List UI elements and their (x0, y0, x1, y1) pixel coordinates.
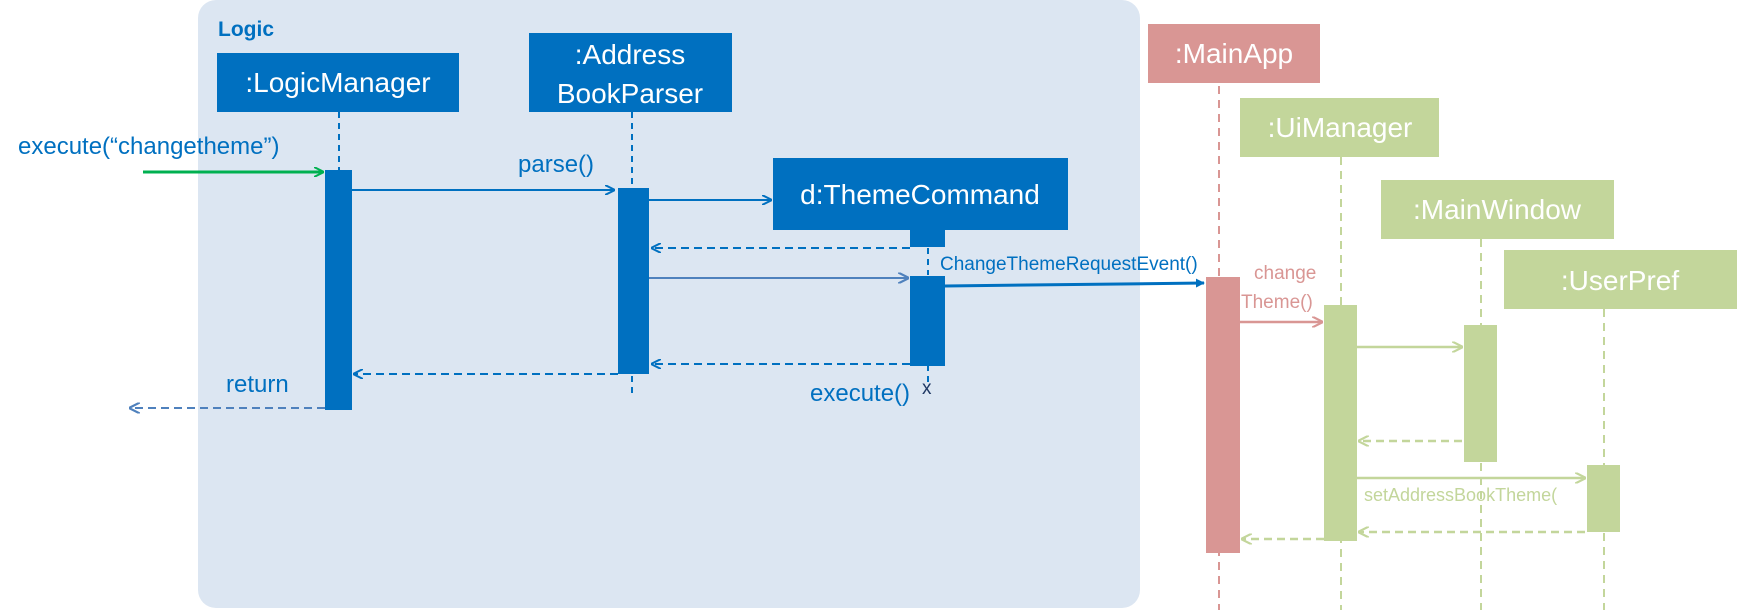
label-parse: parse() (518, 151, 594, 178)
activation-address-book-parser (618, 188, 649, 374)
svg-text::UiManager: :UiManager (1268, 112, 1413, 143)
svg-text::LogicManager: :LogicManager (245, 67, 430, 98)
svg-text::Address: :Address (575, 39, 686, 70)
label-execute-command: execute() (810, 380, 910, 407)
participant-logic-manager: :LogicManager (217, 53, 459, 112)
label-change-theme-line1: change (1254, 263, 1316, 284)
label-change-theme-event: ChangeThemeRequestEvent() (940, 254, 1198, 275)
activation-main-window (1464, 325, 1497, 462)
logic-frame-label: Logic (218, 18, 274, 41)
destroy-mark: x (922, 378, 932, 399)
participant-user-pref: :UserPref (1504, 250, 1737, 309)
label-return: return (226, 371, 289, 398)
activation-logic-manager (325, 170, 352, 410)
arrow-change-theme-event (944, 278, 1205, 288)
svg-text::MainApp: :MainApp (1175, 38, 1293, 69)
activation-theme-command (910, 276, 945, 366)
label-change-theme-line2: Theme() (1241, 292, 1313, 313)
svg-text::UserPref: :UserPref (1561, 265, 1679, 296)
activation-user-pref (1587, 465, 1620, 532)
label-execute-entry: execute(“changetheme”) (18, 133, 279, 160)
svg-text:d:ThemeCommand: d:ThemeCommand (800, 179, 1040, 210)
activation-theme-command-stub (910, 230, 945, 247)
participant-ui-manager: :UiManager (1240, 98, 1439, 157)
participant-main-app: :MainApp (1148, 24, 1320, 83)
label-set-address-book-theme: setAddressBookTheme( (1364, 485, 1557, 505)
logic-frame (198, 0, 1140, 608)
activation-ui-manager (1324, 305, 1357, 541)
svg-text:BookParser: BookParser (557, 78, 703, 109)
activation-main-app (1206, 277, 1240, 553)
svg-text::MainWindow: :MainWindow (1413, 194, 1582, 225)
participant-main-window: :MainWindow (1381, 180, 1614, 239)
participant-address-book-parser: :Address BookParser (529, 33, 732, 112)
participant-theme-command: d:ThemeCommand (773, 158, 1068, 230)
